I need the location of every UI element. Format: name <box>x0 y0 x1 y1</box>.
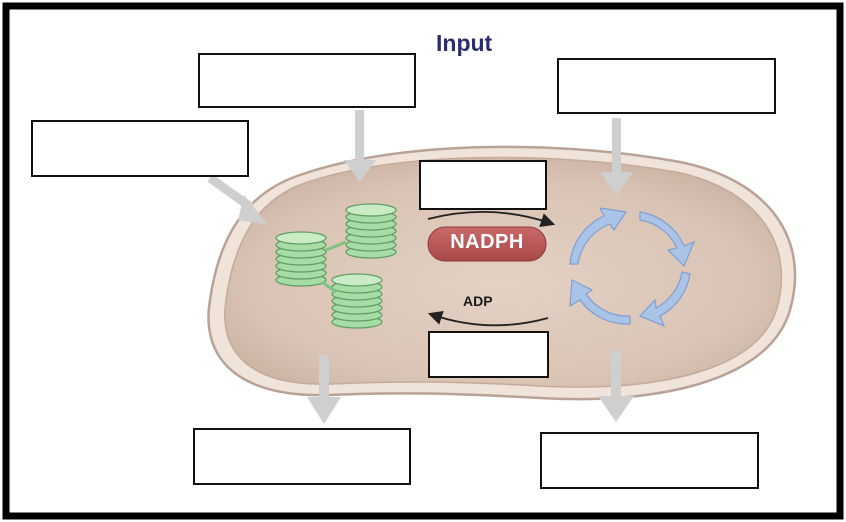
nadph-label: NADPH <box>450 231 524 253</box>
lower-middle-box[interactable] <box>428 331 549 378</box>
top-middle-box[interactable] <box>419 160 547 210</box>
input-box-right[interactable] <box>557 58 776 114</box>
granum-left <box>275 231 327 287</box>
calvin-cycle-icon <box>569 207 696 328</box>
input-arrows <box>207 110 633 225</box>
input-box-left[interactable] <box>31 120 249 177</box>
output-box-right[interactable] <box>540 432 759 489</box>
output-arrows <box>307 350 634 424</box>
arrow-to-cycle <box>427 211 556 227</box>
arrow-from-cycle <box>427 311 549 327</box>
nadph-pill <box>427 226 547 262</box>
output-box-left[interactable] <box>193 428 411 485</box>
thylakoid-grana <box>275 203 397 329</box>
input-box-center[interactable] <box>198 53 416 108</box>
adp-label: ADP <box>463 293 493 309</box>
granum-top <box>345 203 397 259</box>
granum-bottom <box>331 273 383 329</box>
input-title: Input <box>436 30 493 56</box>
